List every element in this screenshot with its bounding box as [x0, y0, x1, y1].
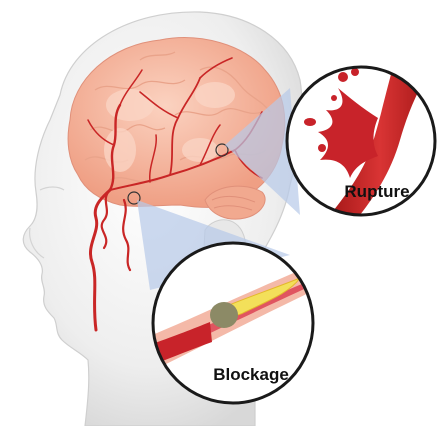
rupture-label: Rupture — [344, 182, 409, 201]
blood-droplet-4 — [318, 144, 326, 152]
rupture-inset: Rupture — [287, 60, 435, 215]
blockage-label: Blockage — [213, 365, 289, 384]
blood-droplet-5 — [331, 95, 337, 101]
blood-droplet-1 — [338, 72, 348, 82]
blood-droplet-2 — [351, 68, 359, 76]
blood-clot — [210, 302, 238, 328]
blood-droplet-3 — [304, 118, 316, 126]
